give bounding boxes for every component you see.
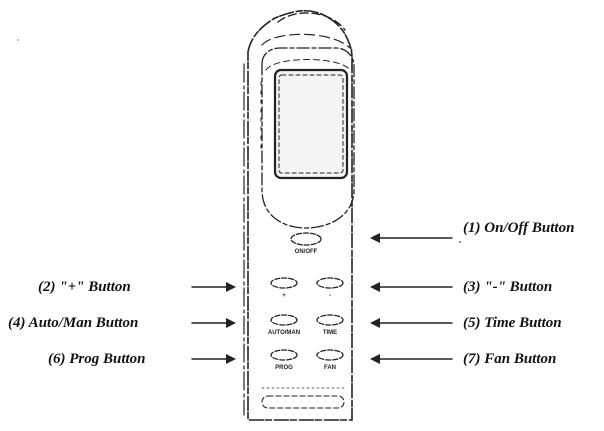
- arrow-minus: [370, 282, 380, 292]
- auto-man-key: [270, 314, 298, 326]
- arrow-plus: [226, 282, 236, 292]
- remote-label-fan: FAN: [324, 365, 336, 371]
- callout-fan: (7) Fan Button: [463, 351, 557, 367]
- display-screen: [273, 68, 349, 180]
- remote-top-arc: [277, 12, 346, 31]
- arrow-fan: [370, 354, 380, 364]
- plus-key: [270, 277, 298, 289]
- remote-label-plus: +: [282, 293, 286, 299]
- callout-auto-man: (4) Auto/Man Button: [8, 315, 139, 331]
- arrow-on-off: [370, 233, 380, 243]
- callout-plus: (2) "+" Button: [38, 279, 131, 295]
- callout-minus: (3) "-" Button: [463, 279, 553, 295]
- time-key: [316, 314, 344, 326]
- remote-label-prog: PROG: [275, 365, 293, 371]
- minus-key: [316, 277, 344, 289]
- on-off-key: [290, 232, 322, 246]
- callout-time: (5) Time Button: [463, 315, 562, 331]
- arrow-auto-man: [226, 318, 236, 328]
- remote-label-on-off: ON/OFF: [295, 249, 318, 255]
- fan-key: [316, 349, 344, 361]
- display-bezel: [261, 47, 355, 229]
- bottom-slot: [261, 395, 345, 409]
- arrow-time: [370, 318, 380, 328]
- remote-label-time: TIME: [323, 330, 337, 336]
- callout-on-off: (1) On/Off Button: [463, 220, 575, 236]
- prog-key: [270, 349, 298, 361]
- callout-prog: (6) Prog Button: [48, 351, 146, 367]
- arrow-prog: [226, 354, 236, 364]
- remote-label-auto-man: AUTO/MAN: [268, 330, 300, 336]
- remote-body: [247, 9, 353, 421]
- remote-label-minus: -: [329, 293, 331, 299]
